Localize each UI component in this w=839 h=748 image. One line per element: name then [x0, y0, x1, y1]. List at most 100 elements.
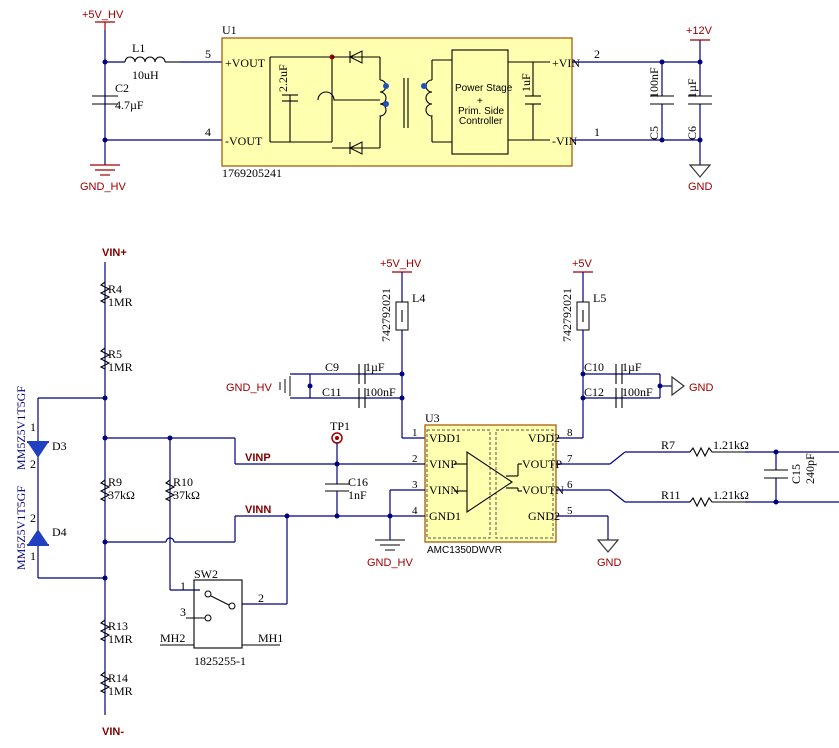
- svg-text:C6: C6: [685, 126, 699, 140]
- wire-top-right: [572, 40, 703, 165]
- net-vin-minus: VIN-: [102, 726, 124, 738]
- svg-text:2: 2: [412, 453, 418, 465]
- ferrite-l5: L5 742792021: [560, 272, 606, 438]
- resistor-r5: R5 1MR: [99, 347, 133, 374]
- svg-text:D3: D3: [52, 439, 67, 453]
- svg-text:+VIN: +VIN: [552, 56, 580, 70]
- power-port-5v-mid: +5V: [572, 258, 593, 273]
- capacitor-c11: C11 100nF: [322, 385, 396, 408]
- u3-isolated-amplifier: U3 AMC1350DWVR VDD1 VINP VINN GND1 VDD2 …: [412, 411, 573, 556]
- svg-text:1.21kΩ: 1.21kΩ: [713, 438, 749, 452]
- svg-text:Prim. Side: Prim. Side: [458, 106, 505, 117]
- svg-text:R13: R13: [108, 619, 128, 633]
- svg-text:VDD1: VDD1: [429, 431, 461, 445]
- resistor-r9: R9 37kΩ: [99, 475, 135, 502]
- svg-text:C16: C16: [348, 475, 368, 489]
- inductor-l1: L1 10uH: [124, 41, 180, 82]
- svg-text:SW2: SW2: [194, 567, 218, 581]
- capacitor-c10: C10 1µF: [584, 360, 642, 384]
- zener-diode-d3: 1 2 D3 MM5Z5V1T5GF: [14, 386, 67, 471]
- svg-text:VINN: VINN: [245, 504, 271, 516]
- capacitor-c15: C15 240pF: [764, 453, 817, 484]
- svg-text:742792021: 742792021: [560, 288, 574, 342]
- svg-text:1µF: 1µF: [622, 360, 642, 374]
- svg-text:C12: C12: [584, 385, 604, 399]
- svg-text:2: 2: [258, 591, 264, 605]
- svg-text:VOUTN: VOUTN: [522, 483, 564, 497]
- svg-text:GND1: GND1: [429, 509, 461, 523]
- svg-text:C15: C15: [789, 464, 803, 484]
- svg-text:10uH: 10uH: [132, 68, 159, 82]
- svg-text:TP1: TP1: [330, 419, 350, 433]
- power-port-5v-hv-top: +5V_HV: [82, 9, 124, 30]
- svg-text:1MR: 1MR: [108, 295, 133, 309]
- power-port-gnd-hv-bottom: GND_HV: [367, 539, 414, 569]
- svg-text:MH1: MH1: [258, 631, 283, 645]
- svg-text:L5: L5: [593, 291, 606, 305]
- resistor-r10: R10 37kΩ: [164, 475, 200, 502]
- svg-text:R9: R9: [108, 475, 122, 489]
- svg-text:+5V: +5V: [572, 258, 593, 270]
- svg-text:4.7µF: 4.7µF: [115, 98, 144, 112]
- svg-text:100nF: 100nF: [647, 67, 661, 98]
- switch-sw2: SW2 1825255-1 1 2 3 MH1 MH2: [160, 567, 283, 668]
- svg-text:VIN+: VIN+: [102, 247, 127, 259]
- svg-text:1: 1: [594, 125, 600, 139]
- power-port-5v-hv-mid: +5V_HV: [380, 258, 422, 273]
- svg-text:1MR: 1MR: [108, 360, 133, 374]
- wire-u3-pins: [389, 449, 839, 540]
- svg-text:R10: R10: [173, 475, 193, 489]
- svg-text:C5: C5: [647, 126, 661, 140]
- net-vin-plus: VIN+: [102, 247, 127, 270]
- svg-text:7: 7: [567, 453, 573, 465]
- svg-text:L4: L4: [412, 291, 425, 305]
- resistor-r7: R7 1.21kΩ: [661, 438, 749, 458]
- power-port-gnd-hv-mid: GND_HV: [226, 376, 291, 396]
- svg-text:2: 2: [30, 457, 36, 471]
- svg-text:GND_HV: GND_HV: [80, 181, 127, 193]
- test-point-tp1: TP1: [330, 419, 350, 464]
- svg-text:Controller: Controller: [459, 116, 503, 127]
- ferrite-l4: L4 742792021: [379, 272, 425, 438]
- svg-text:2.2uF: 2.2uF: [276, 64, 290, 92]
- svg-text:MH2: MH2: [160, 631, 185, 645]
- svg-text:+5V_HV: +5V_HV: [380, 258, 422, 270]
- svg-text:1nF: 1nF: [348, 488, 367, 502]
- svg-text:C10: C10: [584, 360, 604, 374]
- svg-text:R7: R7: [661, 438, 675, 452]
- svg-text:1769205241: 1769205241: [222, 166, 282, 180]
- capacitor-c9: C9 1µF: [325, 360, 385, 384]
- net-label-vinp: VINP: [245, 452, 271, 464]
- svg-text:AMC1350DWVR: AMC1350DWVR: [427, 545, 502, 556]
- power-port-gnd-bottom: GND: [596, 539, 622, 569]
- svg-text:4: 4: [205, 125, 211, 139]
- svg-text:1: 1: [412, 427, 418, 439]
- svg-text:1uF: 1uF: [519, 73, 533, 92]
- svg-text:R4: R4: [108, 282, 122, 296]
- svg-text:VINP: VINP: [245, 452, 271, 464]
- capacitor-c2: C2 4.7µF: [92, 81, 144, 112]
- svg-text:VINN: VINN: [429, 483, 459, 497]
- svg-text:GND_HV: GND_HV: [226, 382, 273, 394]
- power-port-gnd-top: GND: [688, 164, 713, 193]
- svg-text:U1: U1: [222, 23, 237, 37]
- svg-text:2: 2: [30, 511, 36, 525]
- svg-text:VDD2: VDD2: [528, 431, 560, 445]
- svg-text:D4: D4: [52, 525, 67, 539]
- svg-text:1µF: 1µF: [365, 360, 385, 374]
- svg-text:L1: L1: [132, 41, 145, 55]
- zener-diode-d4: 2 1 D4 MM5Z5V1T5GF: [14, 486, 67, 570]
- svg-text:+: +: [477, 96, 483, 107]
- svg-text:GND: GND: [597, 557, 622, 569]
- svg-text:1.21kΩ: 1.21kΩ: [713, 488, 749, 502]
- svg-text:+5V_HV: +5V_HV: [82, 9, 124, 21]
- svg-text:R14: R14: [108, 671, 128, 685]
- svg-text:5: 5: [205, 47, 211, 61]
- svg-text:742792021: 742792021: [379, 288, 393, 342]
- svg-text:U3: U3: [425, 411, 440, 425]
- net-label-vinn: VINN: [245, 504, 271, 516]
- svg-text:MM5Z5V1T5GF: MM5Z5V1T5GF: [14, 386, 28, 470]
- svg-text:-VIN: -VIN: [552, 134, 578, 148]
- svg-text:4: 4: [412, 505, 418, 517]
